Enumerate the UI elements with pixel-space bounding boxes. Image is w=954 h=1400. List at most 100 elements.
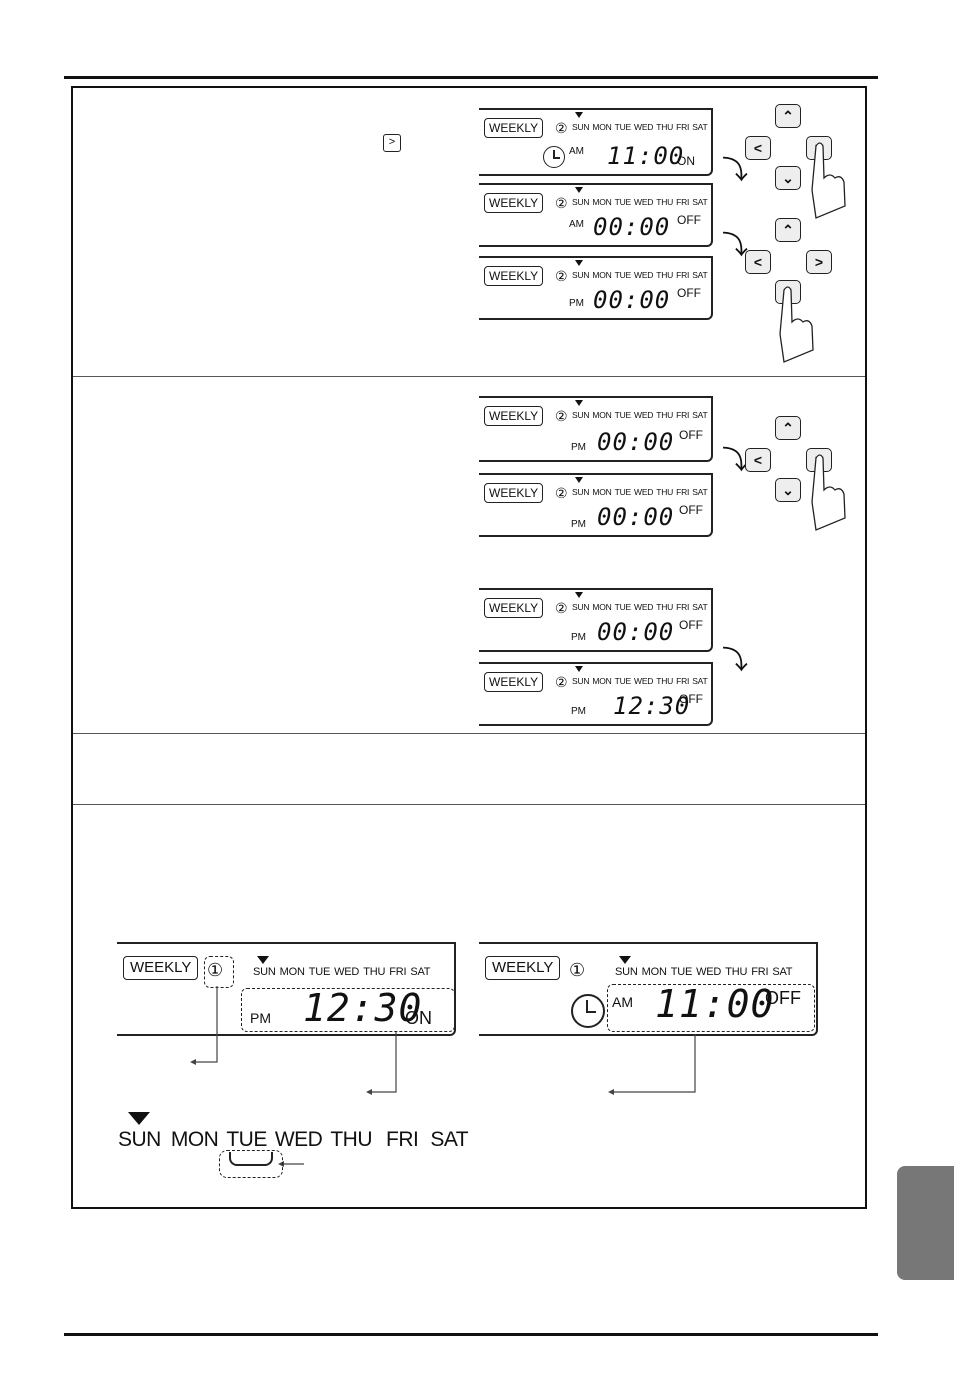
day-marker-icon [257,956,269,964]
program-number: ② [555,600,568,616]
on-off-indicator: OFF [677,286,701,300]
day-marker-icon [575,666,583,672]
bottom-rule [64,1333,878,1336]
left-key[interactable]: < [745,250,771,274]
left-key[interactable]: < [745,448,771,472]
am-pm-indicator: PM [250,1010,271,1026]
weekly-label: WEEKLY [484,193,544,213]
down-key[interactable]: ⌄ [775,478,801,502]
pressing-hand-icon [779,286,814,363]
weekly-label: WEEKLY [484,266,544,286]
weekly-label: WEEKLY [484,598,544,618]
time-digits: 00:00 [593,213,671,241]
weekly-label: WEEKLY [484,672,544,692]
program-number: ① [207,960,224,980]
weekly-label: WEEKLY [123,956,199,980]
program-number: ② [555,195,568,211]
day-marker-icon [575,477,583,483]
day-marker-icon [128,1112,150,1125]
weekly-label: WEEKLY [484,118,544,138]
program-number: ② [555,408,568,424]
time-digits: 00:00 [597,618,675,646]
on-off-indicator: OFF [765,988,801,1008]
time-highlight [241,988,455,1032]
weekly-label: WEEKLY [485,956,561,980]
up-key[interactable]: ⌃ [775,416,801,440]
am-pm-indicator: AM [569,219,584,230]
day-marker-icon [575,112,583,118]
am-pm-indicator: PM [571,706,586,717]
section-tab [897,1166,954,1280]
on-off-indicator: OFF [679,503,703,517]
left-key[interactable]: < [745,136,771,160]
program-number: ① [569,960,586,980]
am-pm-indicator: PM [569,298,584,309]
clock-icon [543,146,565,168]
program-number: ② [555,674,568,690]
time-digits: 00:00 [593,286,671,314]
on-off-indicator: OFF [679,692,703,706]
curved-arrow-icon: ⤵ [722,445,749,475]
time-digits: 12:30 [613,692,691,720]
time-highlight [607,984,815,1032]
am-pm-indicator: AM [569,146,584,157]
curved-arrow-icon: ⤵ [722,645,749,675]
up-key[interactable]: ⌃ [775,218,801,242]
on-off-indicator: OFF [677,213,701,227]
down-key[interactable]: ⌄ [775,166,801,190]
divider-1 [73,376,865,377]
day-marker-icon [575,592,583,598]
time-digits: 11:00 [607,142,685,170]
top-rule [64,76,878,79]
on-off-indicator: ON [677,154,695,168]
day-bracket [229,1152,273,1166]
curved-arrow-icon: ⤵ [722,155,749,185]
day-marker-icon [619,956,631,964]
pressing-hand-icon [811,454,846,531]
program-number: ② [555,268,568,284]
am-pm-indicator: AM [612,994,633,1010]
right-arrow-button-icon: > [383,134,401,152]
divider-3 [73,804,865,805]
curved-arrow-icon: ⤵ [722,230,749,260]
on-off-indicator: OFF [679,428,703,442]
day-marker-icon [575,187,583,193]
program-number: ② [555,120,568,136]
time-digits: 00:00 [597,428,675,456]
weekly-label: WEEKLY [484,406,544,426]
program-number: ② [555,485,568,501]
divider-2 [73,733,865,734]
weekly-label: WEEKLY [484,483,544,503]
clock-icon [571,994,605,1028]
am-pm-indicator: PM [571,442,586,453]
am-pm-indicator: PM [571,519,586,530]
instruction-frame [71,86,867,1209]
up-key[interactable]: ⌃ [775,104,801,128]
program-highlight [204,956,234,988]
time-digits: 11:00 [655,982,775,1026]
day-select-highlight [219,1150,283,1178]
right-key[interactable]: > [806,250,832,274]
time-digits: 12:30 [303,986,423,1030]
day-marker-icon [575,400,583,406]
on-off-indicator: ON [405,1008,432,1028]
pressing-hand-icon [811,142,846,219]
time-digits: 00:00 [597,503,675,531]
